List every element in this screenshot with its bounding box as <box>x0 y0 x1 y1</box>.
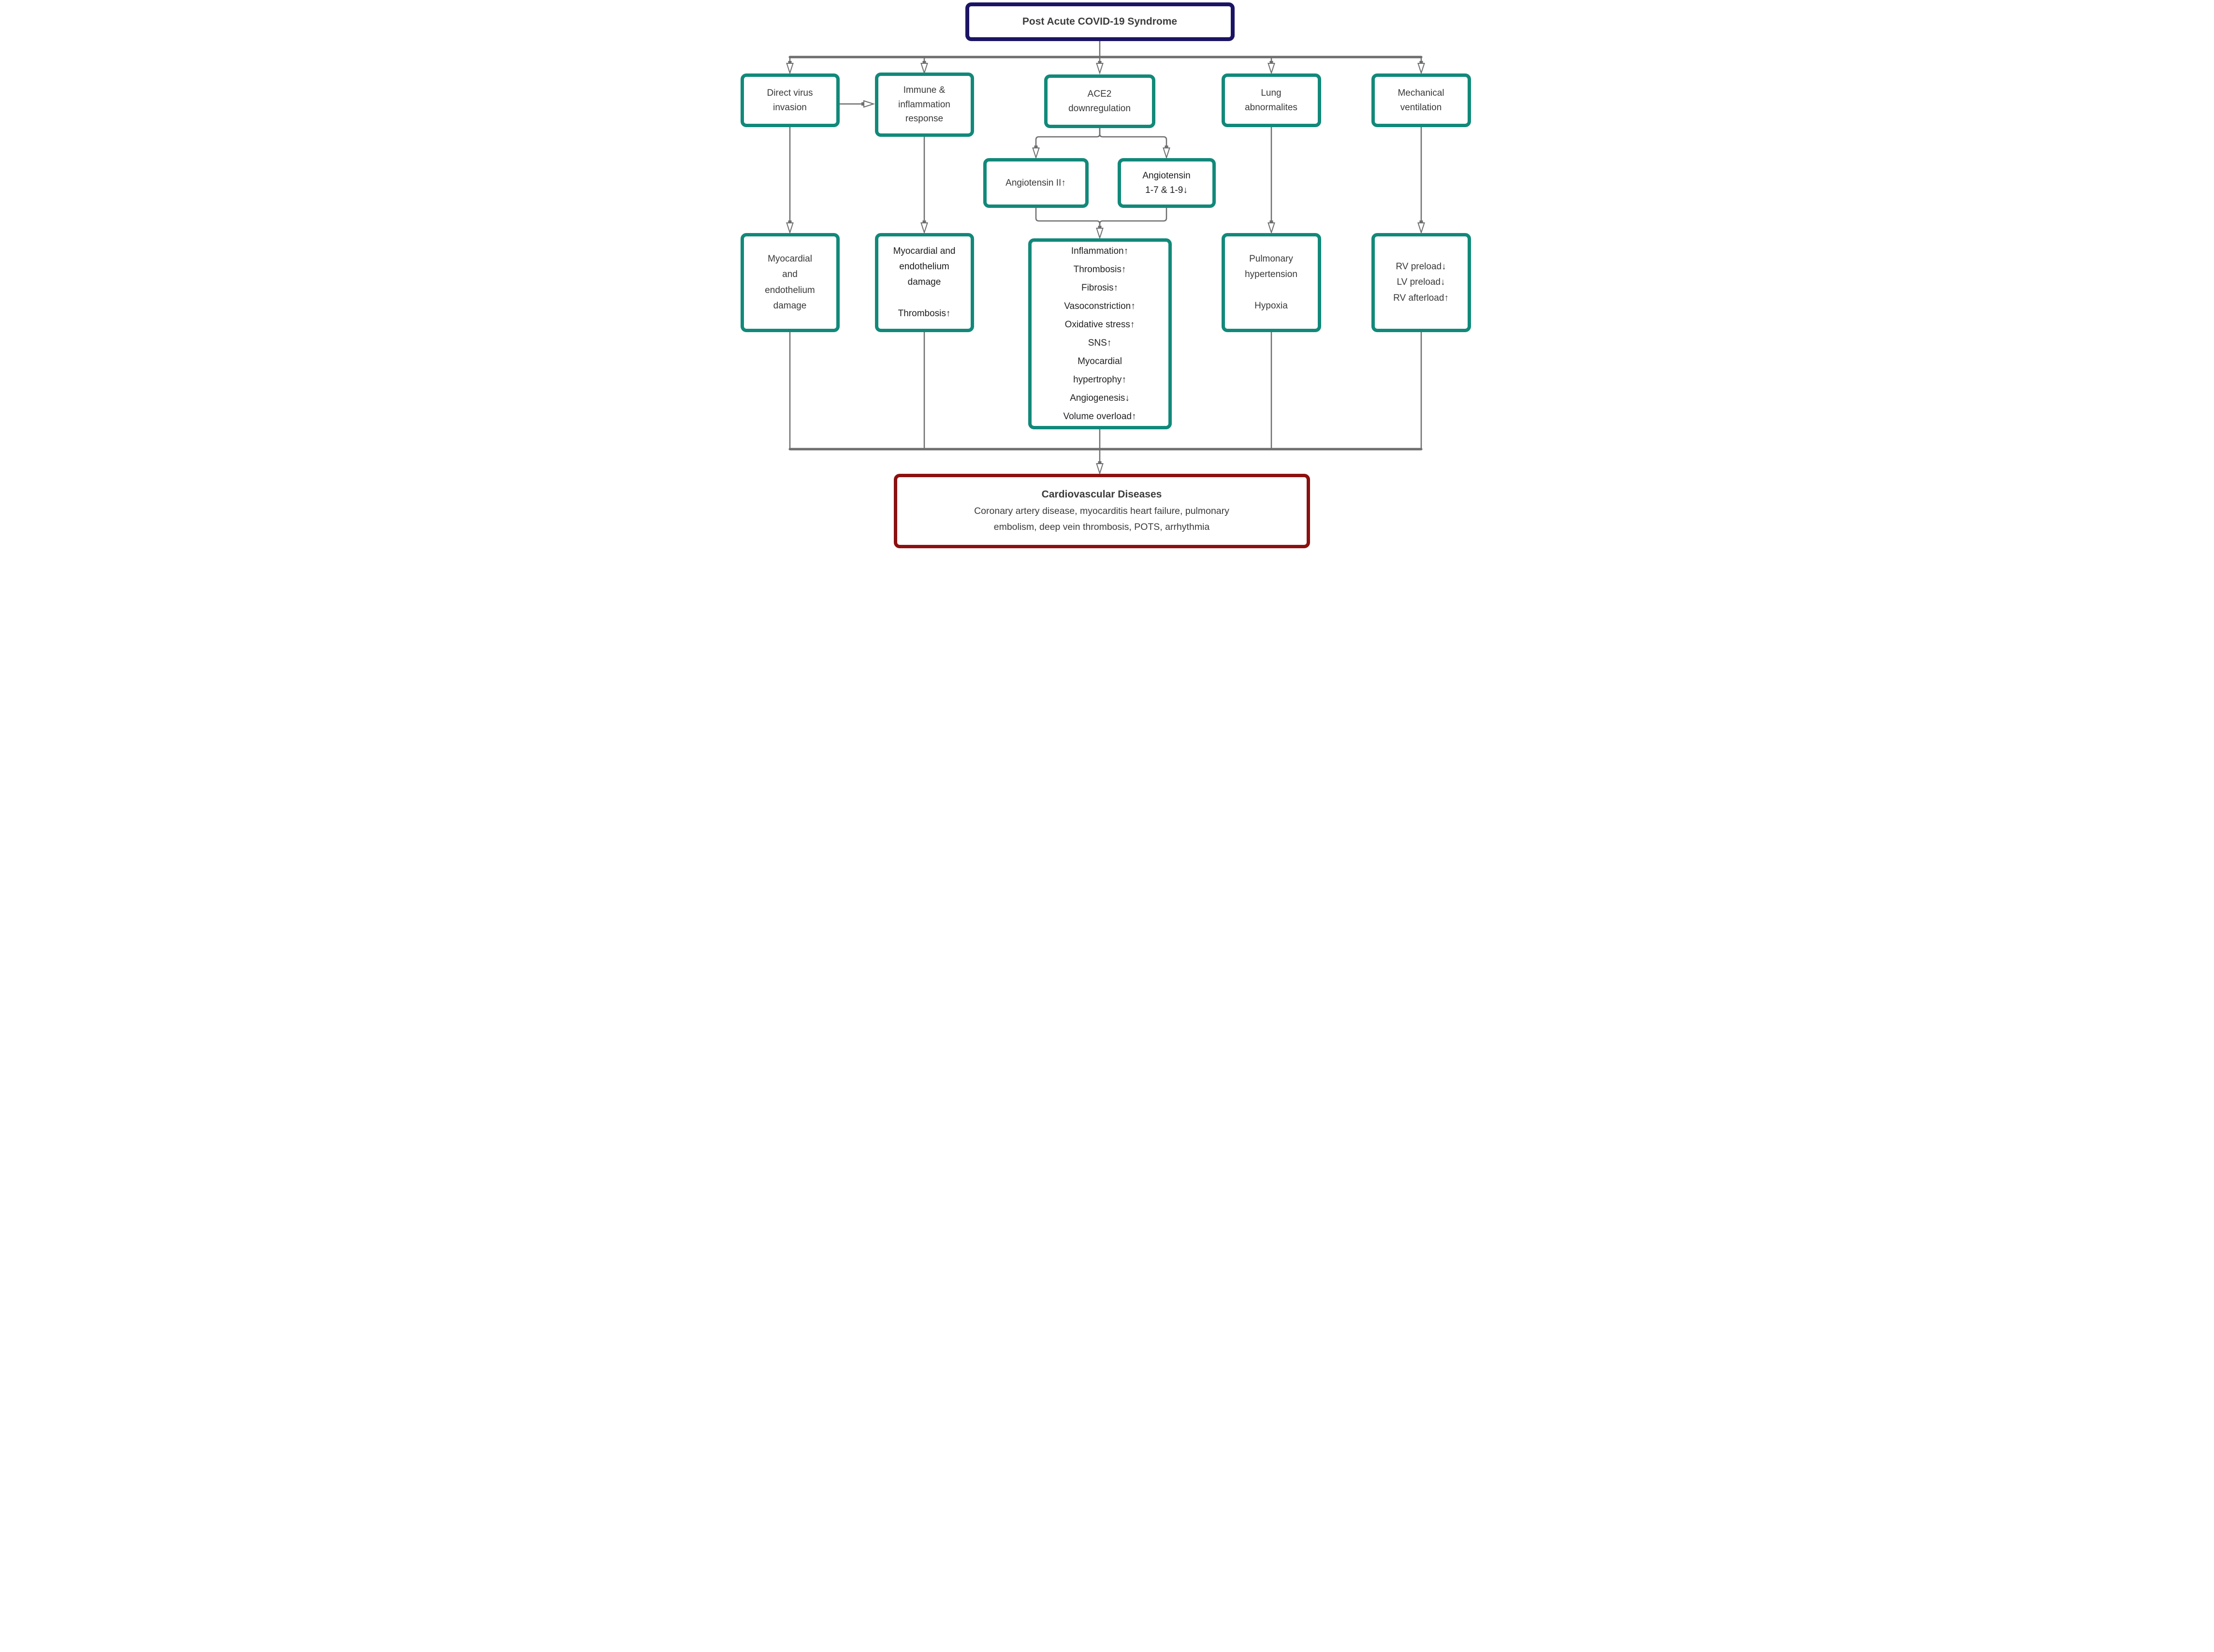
node-myocardial-endothelium-damage-thrombosis: Myocardial and endothelium damage Thromb… <box>874 233 974 332</box>
node-direct-virus-invasion: Direct virus invasion <box>740 73 840 127</box>
node-angiotensin-2-up: Angiotensin II↑ <box>983 158 1089 208</box>
flowchart: Post Acute COVID-19 Syndrome Direct viru… <box>738 0 1476 551</box>
node-label: RV preload↓ LV preload↓ RV afterload↑ <box>1393 262 1449 303</box>
node-pulmonary-hypertension-hypoxia: Pulmonary hypertension Hypoxia <box>1221 233 1321 332</box>
outcome-description: Coronary artery disease, myocarditis hea… <box>974 506 1229 533</box>
node-label: Mechanical ventilation <box>1398 88 1444 113</box>
node-rv-lv-preload-afterload: RV preload↓ LV preload↓ RV afterload↑ <box>1371 233 1471 332</box>
node-label: Inflammation↑ Thrombosis↑ Fibrosis↑ Vaso… <box>1063 246 1136 422</box>
node-mechanical-ventilation: Mechanical ventilation <box>1371 73 1471 127</box>
node-label: Myocardial and endothelium damage <box>765 253 815 311</box>
node-label: Immune & inflammation response <box>898 85 950 124</box>
node-label: Post Acute COVID-19 Syndrome <box>1022 15 1178 27</box>
connector-lines <box>786 41 1425 475</box>
node-central-effects: Inflammation↑ Thrombosis↑ Fibrosis↑ Vaso… <box>1028 238 1172 429</box>
node-label: Pulmonary hypertension Hypoxia <box>1245 253 1297 311</box>
node-label: Lung abnormalites <box>1245 88 1297 113</box>
node-immune-inflammation-response: Immune & inflammation response <box>874 73 974 137</box>
node-label: Angiotensin II↑ <box>1005 177 1066 188</box>
node-label: Direct virus invasion <box>767 88 813 113</box>
node-label: Angiotensin 1-7 & 1-9↓ <box>1142 171 1191 195</box>
node-post-acute-covid-syndrome: Post Acute COVID-19 Syndrome <box>965 2 1235 41</box>
node-myocardial-endothelium-damage: Myocardial and endothelium damage <box>740 233 840 332</box>
node-lung-abnormalities: Lung abnormalites <box>1221 73 1321 127</box>
node-label: ACE2 downregulation <box>1068 89 1131 114</box>
node-cardiovascular-diseases: Cardiovascular Diseases Coronary artery … <box>893 474 1310 548</box>
node-ace2-downregulation: ACE2 downregulation <box>1044 74 1155 128</box>
node-label: Myocardial and endothelium damage Thromb… <box>893 246 956 319</box>
node-angiotensin-1-7-1-9-down: Angiotensin 1-7 & 1-9↓ <box>1117 158 1216 208</box>
outcome-title: Cardiovascular Diseases <box>1041 488 1162 500</box>
